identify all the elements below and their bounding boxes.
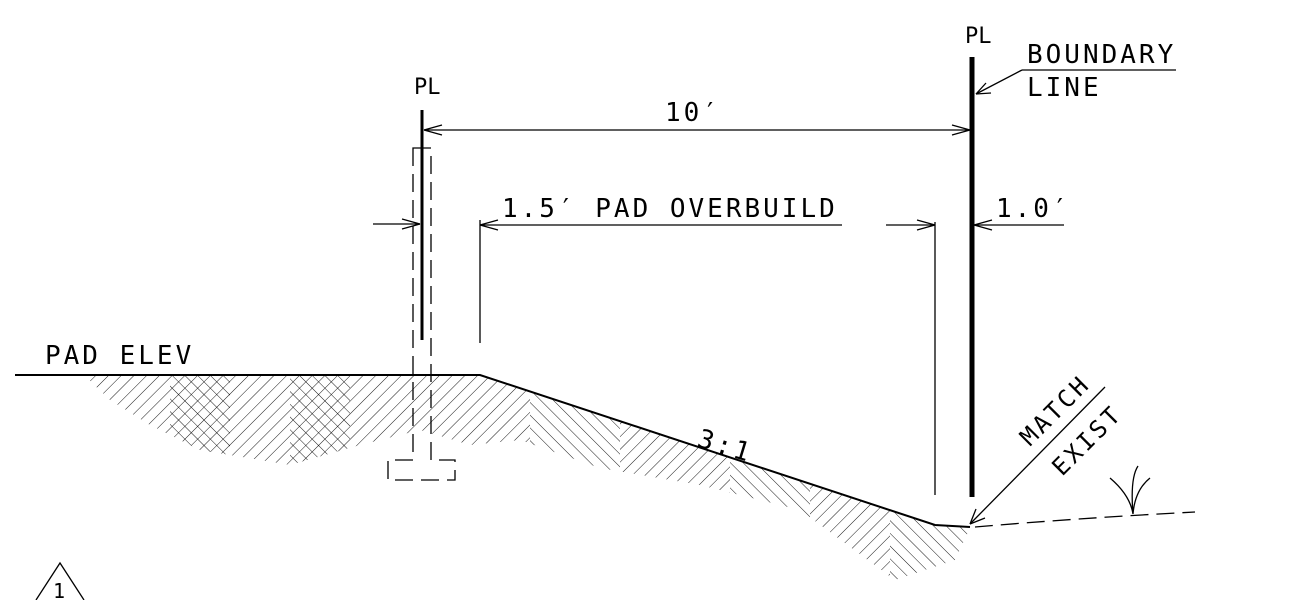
right-pl-symbol: PL bbox=[965, 24, 992, 49]
overbuild-arrow-right bbox=[916, 219, 936, 231]
pad-elev-label: PAD ELEV bbox=[45, 341, 194, 371]
overbuild-arrow-left bbox=[479, 219, 499, 231]
ten-foot-arrow-right bbox=[951, 124, 971, 136]
boundary-leader bbox=[975, 69, 1023, 95]
grass-tuft bbox=[1109, 465, 1151, 515]
left-pl-symbol: PL bbox=[414, 75, 441, 100]
detail-number: 1 bbox=[53, 579, 65, 600]
post-offset-arrowhead bbox=[401, 218, 421, 230]
boundary-line-label-bottom: LINE bbox=[1027, 73, 1102, 103]
match-exist-arrowhead bbox=[969, 508, 986, 525]
left-footing-dashed bbox=[387, 147, 456, 481]
ten-foot-dimension-text: 10′ bbox=[665, 98, 721, 128]
pad-overbuild-text: 1.5′ PAD OVERBUILD bbox=[502, 194, 838, 224]
detail-triangle-symbol bbox=[35, 561, 85, 600]
one-foot-dimension-text: 1.0′ bbox=[996, 194, 1071, 224]
soil-hatching bbox=[85, 376, 970, 580]
boundary-leader-arrowhead bbox=[975, 82, 992, 95]
one-foot-arrowhead bbox=[973, 219, 993, 231]
match-exist-leader bbox=[969, 386, 1106, 525]
ten-foot-arrow-left bbox=[423, 124, 443, 136]
existing-ground-line bbox=[974, 511, 1196, 528]
pad-grade-line bbox=[15, 374, 971, 528]
boundary-line-label-top: BOUNDARY bbox=[1027, 40, 1176, 70]
